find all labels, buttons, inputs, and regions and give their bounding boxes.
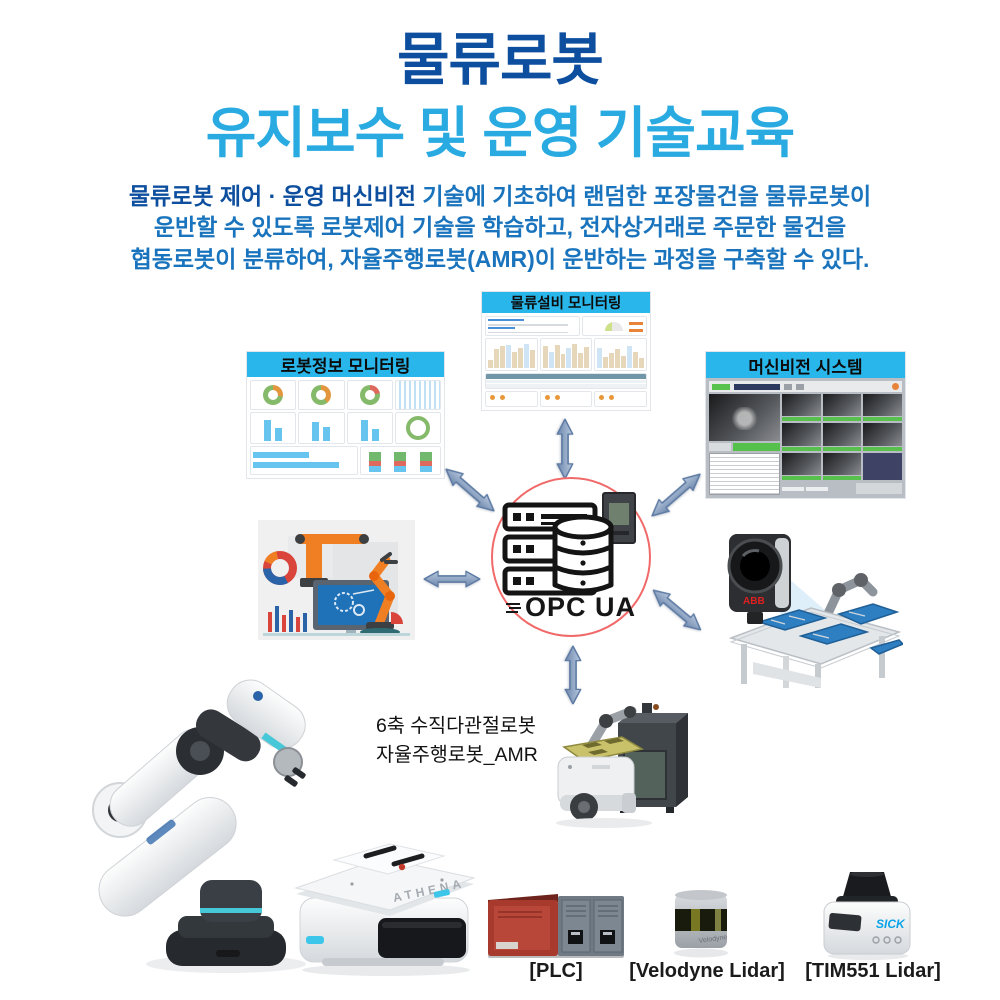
intro-bold-lead: 물류로봇 제어 · 운영 머신비전 — [128, 183, 416, 209]
camera-view-main — [709, 394, 781, 441]
amr-caption-line1: 6축 수직다관절로봇 — [376, 715, 536, 737]
stacked-bar-chart — [359, 445, 441, 475]
camera-view — [863, 394, 902, 422]
tim551-label: [TIM551 Lidar] — [805, 960, 941, 982]
camera-view — [822, 423, 862, 451]
stat-tile — [485, 390, 538, 407]
panel-vision-title: 머신비전 시스템 — [706, 352, 905, 378]
gauge-panel — [581, 316, 647, 336]
velodyne-brand-label: Velodyne — [698, 934, 728, 945]
connector-arrow-top-right — [646, 467, 706, 523]
area-chart — [594, 338, 648, 371]
page-subtitle: 유지보수 및 운영 기술교육 — [205, 102, 795, 164]
velodyne-label: [Velodyne Lidar] — [629, 960, 785, 982]
opc-ua-label: OPC UA — [493, 592, 649, 623]
panel-robot-title: 로봇정보 모니터링 — [247, 352, 444, 377]
opc-ua-hub: OPC UA — [491, 477, 651, 637]
area-chart — [539, 338, 593, 371]
amr-base — [556, 736, 652, 828]
panel-machine-vision: 머신비전 시스템 — [706, 352, 905, 498]
camera-view-empty — [863, 452, 902, 480]
hbar-chart — [250, 445, 358, 475]
stat-tile — [594, 390, 648, 407]
blue-trays — [756, 603, 903, 655]
panel-logistics-title: 물류설비 모니터링 — [482, 292, 650, 313]
bar-chart — [298, 412, 345, 444]
amr-caption: 6축 수직다관절로봇 자율주행로봇_AMR — [376, 712, 538, 771]
intro-line3: 협동로봇이 분류하여, 자율주행로봇(AMR)이 운반하는 과정을 구축할 수 … — [130, 245, 870, 272]
status-table — [485, 372, 647, 389]
camera-view — [782, 394, 821, 422]
vision-camera-icon: ABB — [727, 534, 791, 624]
gauge — [605, 322, 624, 331]
logistics-dashboard — [482, 313, 650, 410]
connector-arrow-left — [423, 570, 481, 588]
camera-view — [863, 423, 902, 451]
vision-toolbar — [709, 381, 902, 392]
donut-chart — [250, 380, 297, 411]
tim551-lidar-photo: SICK — [823, 872, 911, 960]
bar-chart — [346, 412, 393, 444]
panel-robot-monitoring: 로봇정보 모니터링 — [247, 352, 444, 478]
ring-gauge — [394, 412, 441, 444]
sick-brand-label: SICK — [876, 917, 906, 931]
area-chart — [485, 338, 538, 371]
page-title: 물류로봇 — [397, 28, 604, 92]
progress-panel — [485, 316, 580, 336]
athena-amr-photo: ATHENA — [294, 843, 476, 976]
log-panel — [709, 453, 781, 495]
robot-arm-icon — [369, 555, 395, 629]
vision-form — [782, 482, 902, 495]
donut-chart — [346, 380, 393, 411]
arm-brand-mark — [146, 819, 176, 845]
camera-view — [822, 394, 862, 422]
camera-brand-label: ABB — [743, 596, 765, 607]
plc-photo — [488, 894, 624, 958]
donut-chart — [298, 380, 345, 411]
amr-caption-line2: 자율주행로봇_AMR — [376, 744, 538, 767]
connector-arrow-top — [556, 418, 574, 480]
plc-label: [PLC] — [529, 960, 583, 982]
panel-logistics-monitoring: 물류설비 모니터링 — [482, 292, 650, 410]
monitor-icon — [313, 580, 389, 634]
vision-buttons — [709, 443, 781, 451]
bar-chart — [250, 412, 297, 444]
intro-line1: 기술에 기초하여 랜덤한 포장물건을 물류로봇이 — [415, 183, 872, 209]
cobot-arm-photo — [92, 679, 306, 973]
intro-paragraph: 물류로봇 제어 · 운영 머신비전 기술에 기초하여 랜덤한 포장물건을 물류로… — [70, 181, 930, 275]
camera-view — [822, 452, 862, 480]
database-icon — [552, 514, 614, 594]
connector-arrow-right — [647, 583, 707, 637]
intro-line2: 운반할 수 있도록 로봇제어 기술을 학습하고, 전자상거래로 주문한 물건을 — [153, 214, 847, 241]
camera-view — [782, 452, 821, 480]
robot-control-illustration — [258, 520, 415, 640]
line-chart — [394, 380, 441, 411]
vision-software-screen — [706, 378, 905, 498]
stat-tile — [539, 390, 593, 407]
camera-view — [782, 423, 821, 451]
bar-chart-icon — [268, 606, 307, 632]
vision-station-photo: ABB — [727, 534, 903, 688]
velodyne-lidar-photo: Velodyne — [674, 890, 728, 958]
speed-lines-icon — [505, 602, 521, 613]
connector-arrow-top-left — [440, 462, 500, 518]
robot-dashboard — [247, 377, 444, 478]
server-rack-icon — [502, 492, 636, 596]
camera-grid — [782, 394, 902, 480]
amr-with-arm-photo — [556, 703, 688, 828]
